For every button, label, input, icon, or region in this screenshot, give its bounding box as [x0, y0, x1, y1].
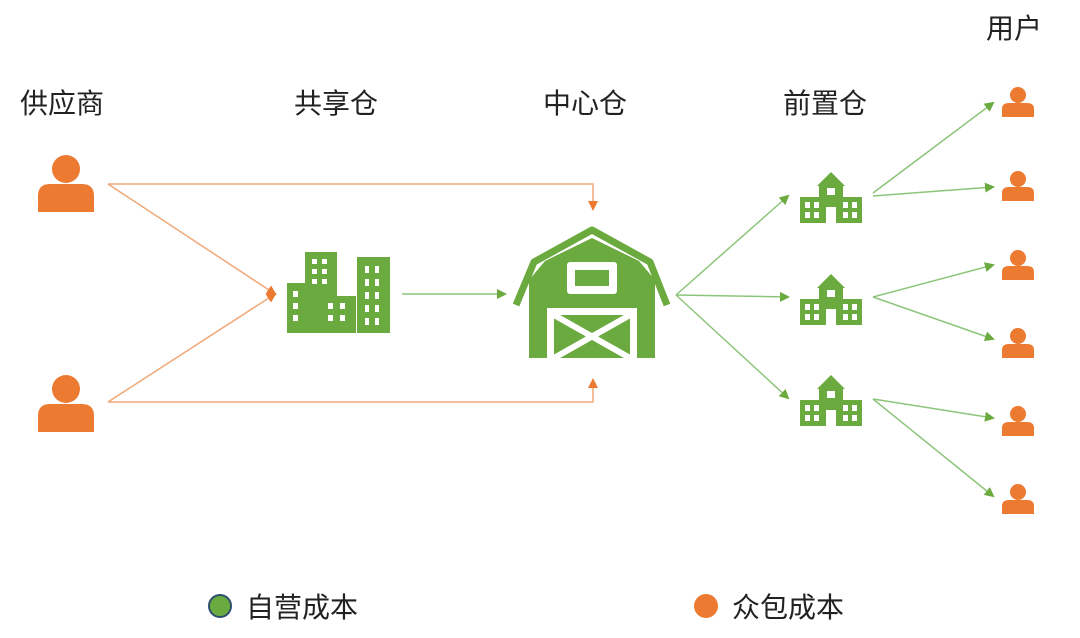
legend-crowdsourced: 众包成本: [694, 586, 844, 626]
legend-crowdsourced-label: 众包成本: [732, 591, 845, 624]
user-label: 用户: [986, 12, 1043, 45]
supplier-flow-lines: [107, 183, 598, 403]
user-5-icon: [1002, 406, 1034, 436]
user-3-icon: [1002, 250, 1034, 280]
front-warehouse-3-icon: [800, 375, 862, 426]
orange-dot-icon: [694, 594, 718, 618]
legend-self-operated-label: 自营成本: [246, 591, 359, 624]
user-2-icon: [1002, 171, 1034, 201]
warehouse-flow-lines: [402, 101, 995, 498]
central-warehouse-label: 中心仓: [543, 87, 628, 120]
supplier-1-icon: [38, 155, 94, 212]
shared-warehouse-label: 共享仓: [294, 87, 379, 120]
legend-self-operated: 自营成本: [208, 586, 358, 626]
supplier-2-icon: [38, 375, 94, 432]
green-dot-icon: [208, 594, 232, 618]
user-6-icon: [1002, 484, 1034, 514]
front-warehouse-label: 前置仓: [783, 87, 868, 120]
supplier-label: 供应商: [20, 87, 105, 120]
user-1-icon: [1002, 87, 1034, 117]
front-warehouse-1-icon: [800, 172, 862, 223]
front-warehouse-2-icon: [800, 274, 862, 325]
user-4-icon: [1002, 328, 1034, 358]
shared-warehouse-icon: [287, 252, 390, 333]
central-warehouse-barn-icon: [512, 226, 671, 361]
